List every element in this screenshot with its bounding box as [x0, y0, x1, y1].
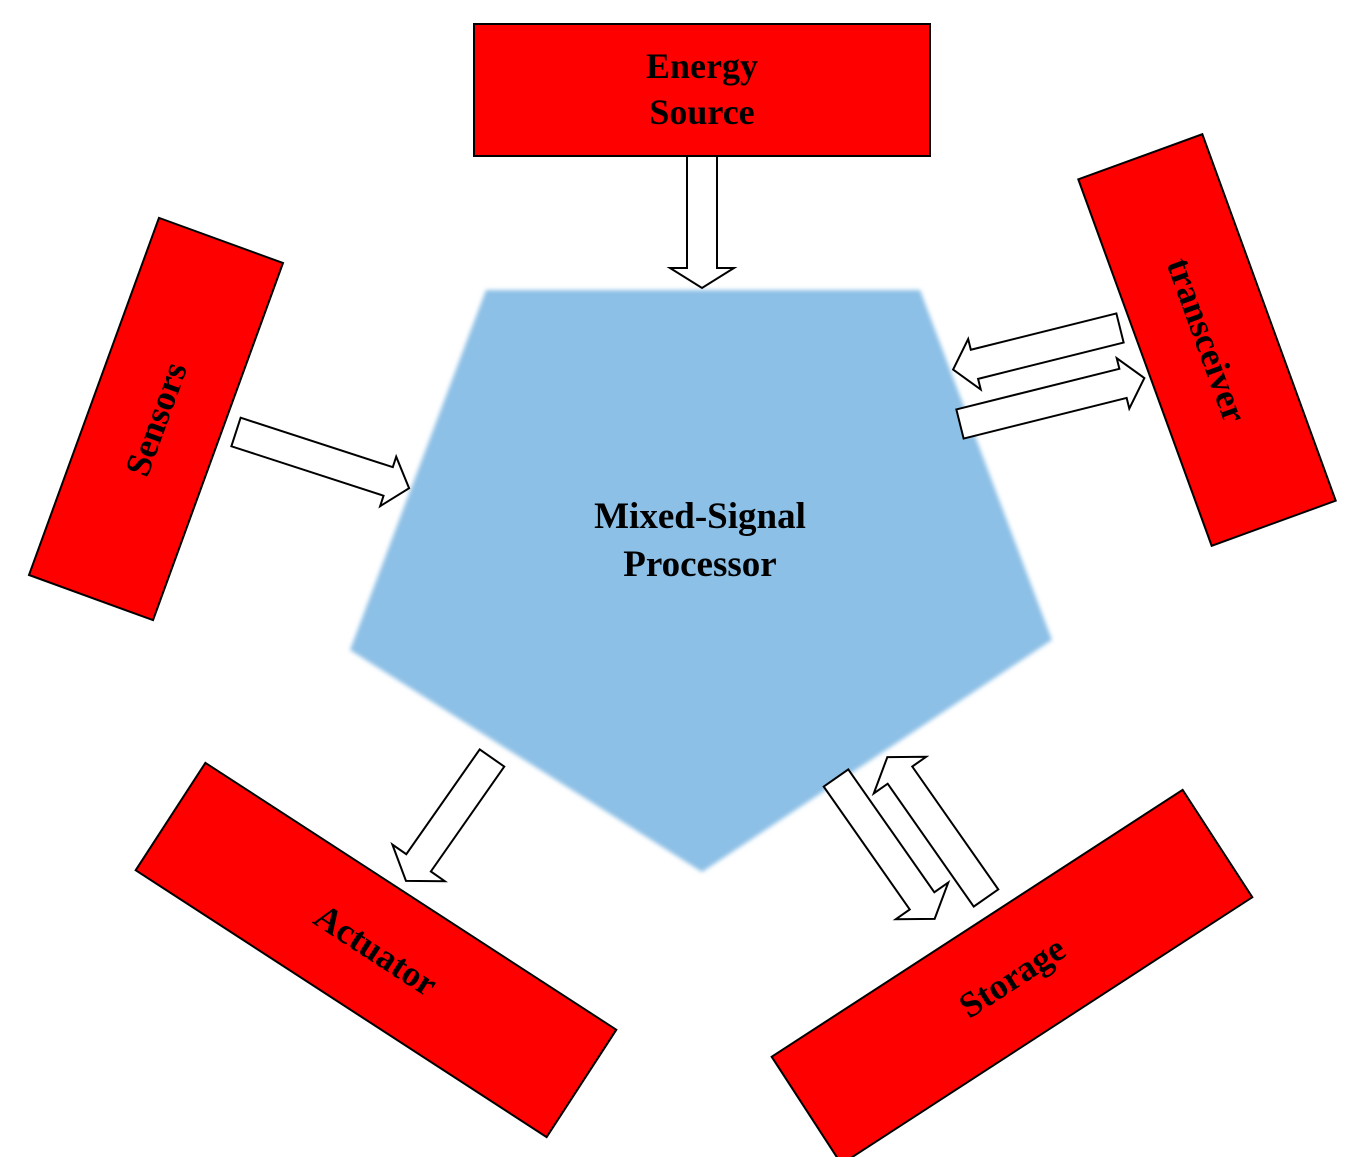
processor-label-line2: Processor	[623, 544, 776, 585]
processor-label-line1: Mixed-Signal	[594, 496, 806, 537]
energy-source-box	[473, 23, 931, 157]
arrow-storage-to-processor	[871, 755, 1000, 908]
energy-source-label-line2: Source	[649, 92, 754, 132]
arrow-processor-to-storage	[822, 768, 951, 921]
arrow-energy-to-processor	[666, 155, 738, 290]
storage-box	[770, 788, 1254, 1157]
sensors-box	[27, 216, 285, 622]
processor-node: Mixed-Signal Processor	[350, 290, 1052, 872]
storage-node: Storage	[770, 788, 1254, 1157]
energy-source-node: Energy Source	[473, 23, 931, 157]
transceiver-node: transceiver	[1077, 132, 1337, 548]
energy-source-label-line1: Energy	[646, 46, 758, 86]
arrow-processor-to-actuator	[390, 748, 506, 883]
actuator-box	[134, 761, 618, 1139]
arrow-sensors-to-processor	[230, 416, 411, 509]
arrow-transceiver-to-processor	[951, 312, 1125, 392]
sensors-node: Sensors	[27, 216, 285, 622]
arrow-processor-to-transceiver	[955, 355, 1146, 440]
processor-pentagon	[350, 290, 1052, 872]
actuator-node: Actuator	[134, 761, 618, 1139]
transceiver-box	[1077, 132, 1337, 548]
